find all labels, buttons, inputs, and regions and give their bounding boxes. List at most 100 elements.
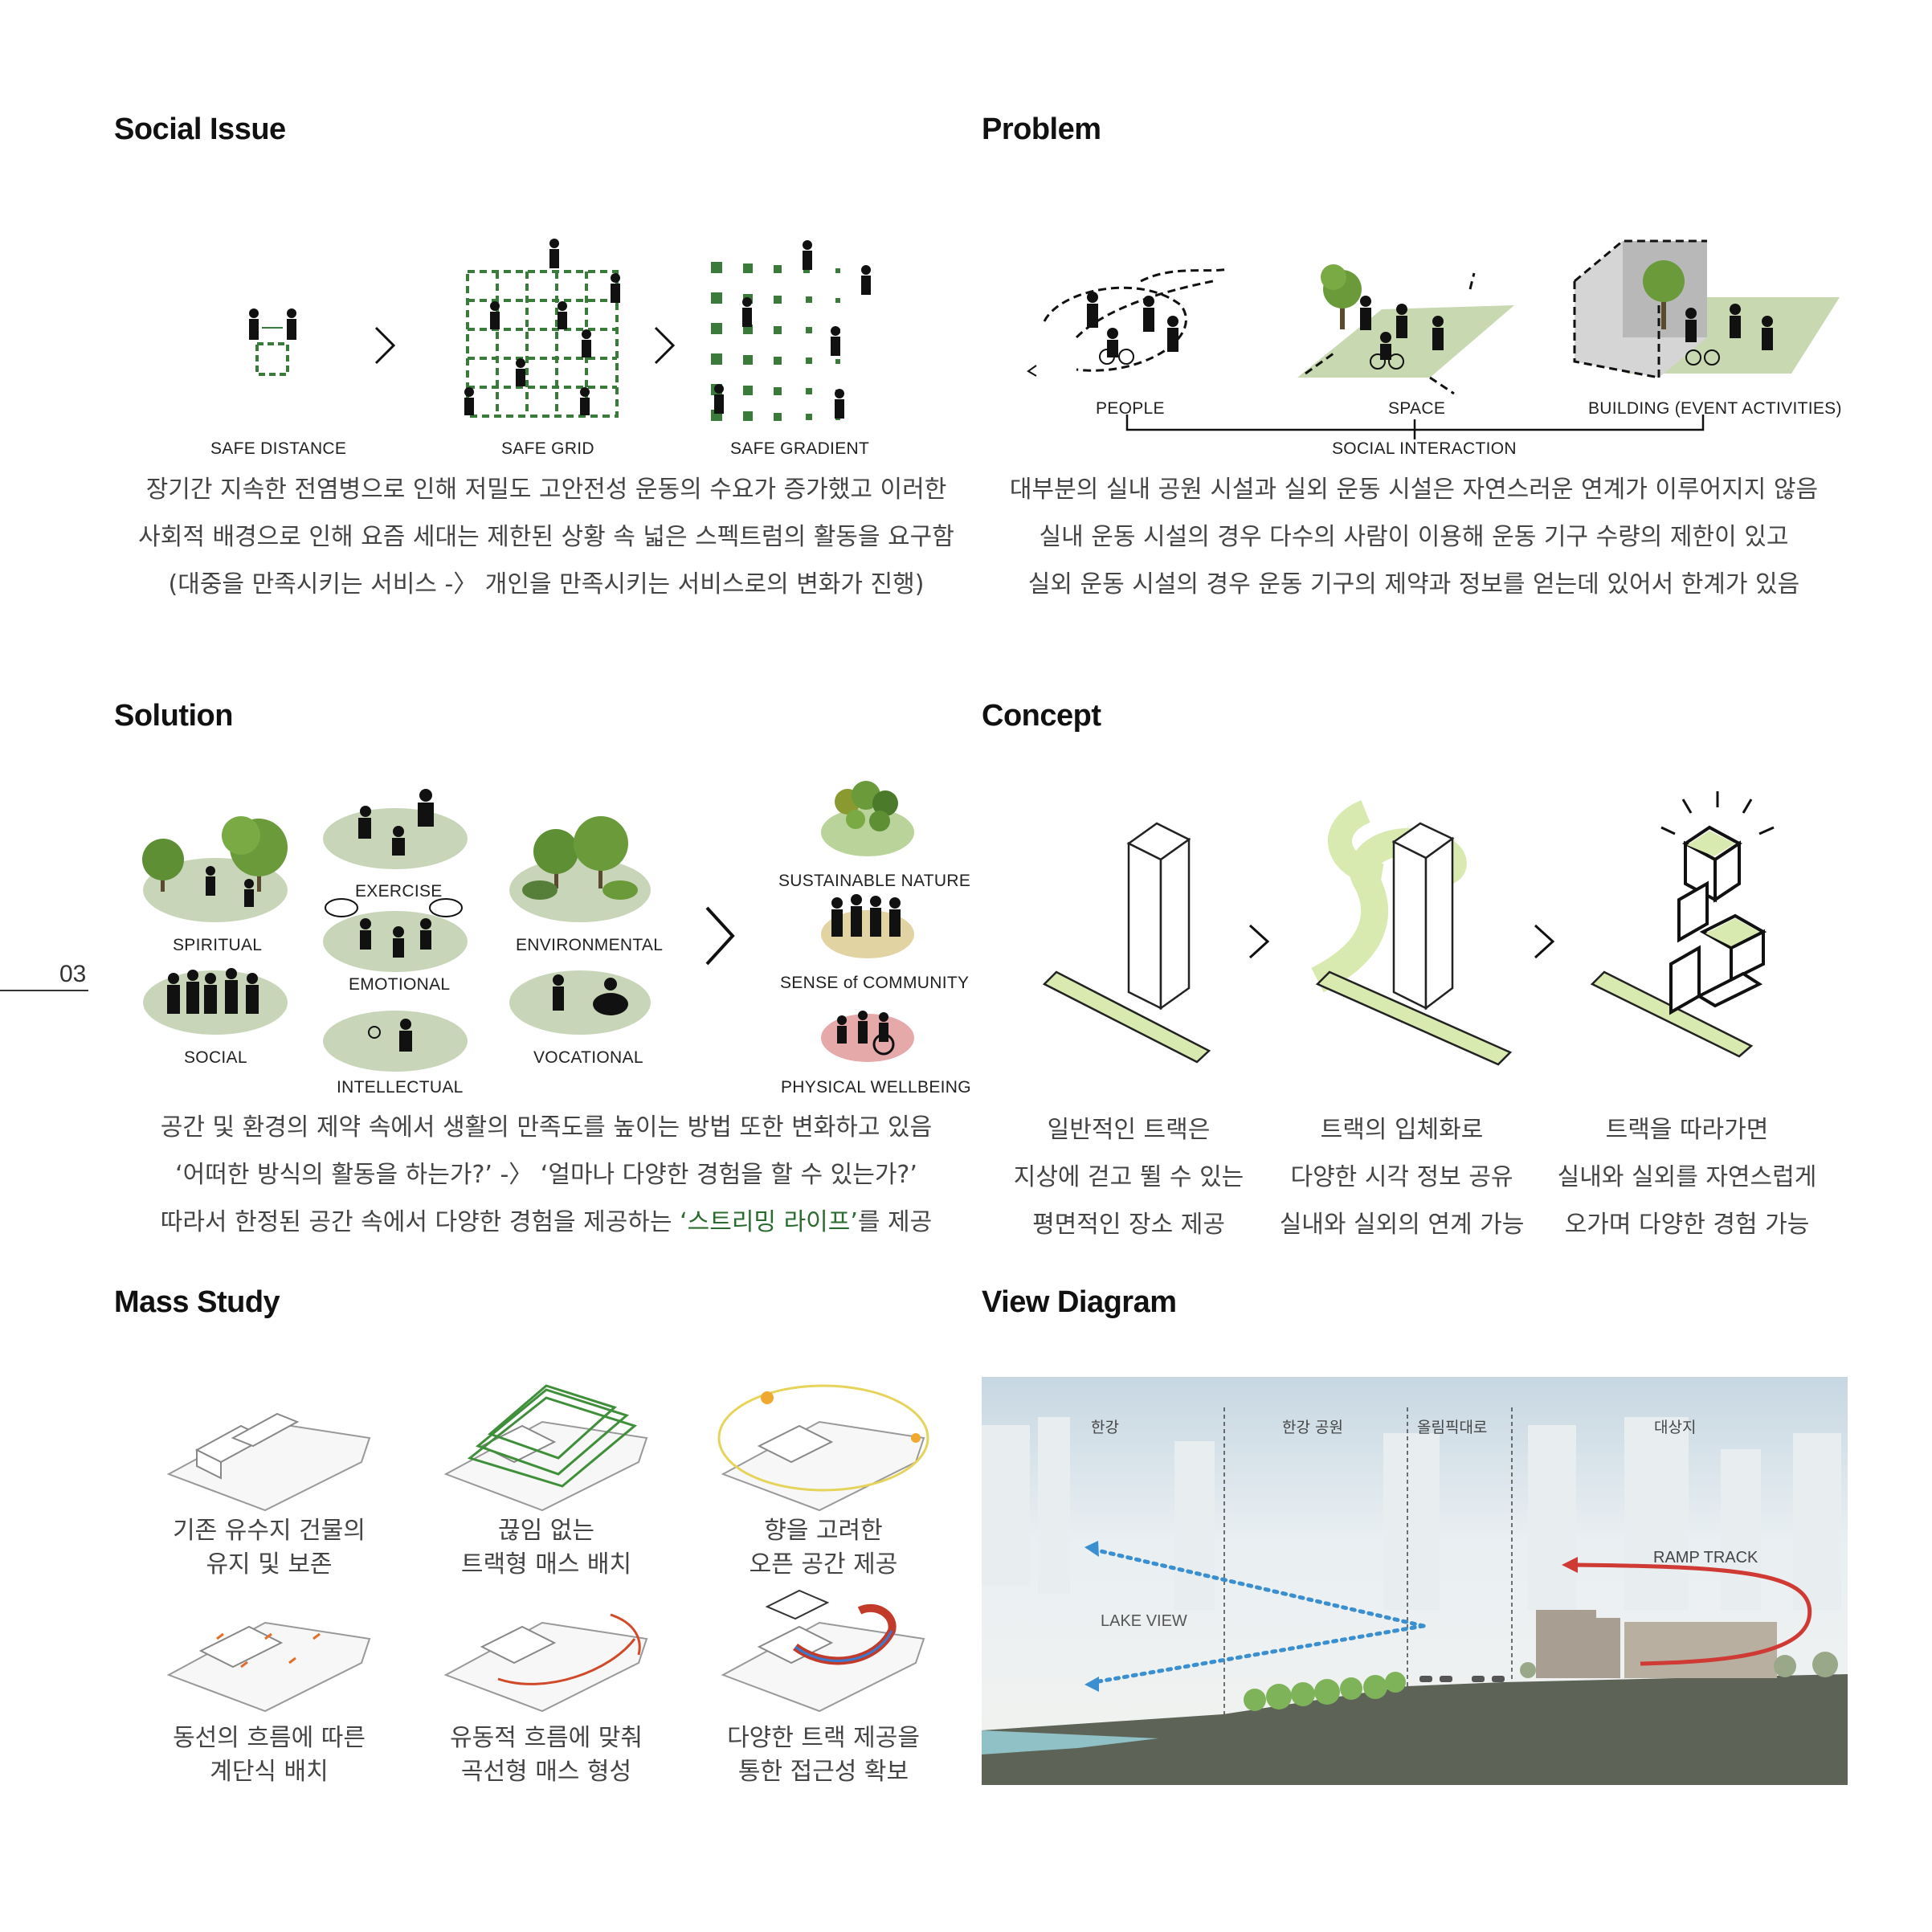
intellectual-ellipse bbox=[323, 1011, 468, 1072]
mass-caption-6-line-1: 다양한 트랙 제공을 bbox=[727, 1724, 920, 1752]
solution-text-line-3-post: 를 제공 bbox=[857, 1208, 933, 1236]
label-exercise: EXERCISE bbox=[355, 882, 443, 901]
safe-grid-figure bbox=[466, 270, 619, 418]
social-issue-diagram bbox=[249, 239, 871, 421]
label-space: SPACE bbox=[1388, 399, 1446, 418]
mass-caption-4-line-1: 동선의 흐름에 따른 bbox=[173, 1724, 366, 1752]
section-title-mass-study: Mass Study bbox=[114, 1285, 280, 1319]
concept-caption-2-line-2: 다양한 시각 정보 공유 bbox=[1290, 1163, 1513, 1191]
concept-caption-1-line-2: 지상에 걷고 뛸 수 있는 bbox=[1013, 1163, 1244, 1191]
tree-icon bbox=[142, 839, 184, 892]
problem-diagram bbox=[1027, 239, 1840, 439]
zone-label-hangang-park: 한강 공원 bbox=[1282, 1419, 1343, 1436]
mass-caption-4-line-2: 계단식 배치 bbox=[210, 1758, 329, 1786]
chevron-icon bbox=[654, 326, 676, 365]
section-title-social-issue: Social Issue bbox=[114, 112, 286, 146]
mass-caption-1-line-2: 유지 및 보존 bbox=[206, 1550, 333, 1579]
concept-caption-2: 트랙의 입체화로 다양한 시각 정보 공유 실내와 실외의 연계 가능 bbox=[1265, 1106, 1538, 1248]
label-building: BUILDING (EVENT ACTIVITIES) bbox=[1588, 399, 1842, 418]
label-vocational: VOCATIONAL bbox=[533, 1048, 643, 1067]
chevron-icon bbox=[705, 906, 735, 966]
chevron-icon bbox=[1248, 924, 1270, 959]
concept-caption-1-line-3: 평면적인 장소 제공 bbox=[1032, 1211, 1225, 1239]
label-sustainable-nature: SUSTAINABLE NATURE bbox=[778, 872, 971, 890]
streaming-life-highlight: ‘스트리밍 라이프’ bbox=[680, 1208, 858, 1236]
space-lawn bbox=[1297, 305, 1514, 378]
mass-caption-2: 끊임 없는 트랙형 매스 배치 bbox=[422, 1514, 671, 1582]
section-title-concept: Concept bbox=[982, 699, 1101, 733]
river-water bbox=[982, 1730, 1158, 1754]
label-environmental: ENVIRONMENTAL bbox=[516, 936, 664, 954]
label-safe-distance: SAFE DISTANCE bbox=[210, 439, 347, 458]
view-diagram-panel: 한강 한강 공원 올림픽대로 대상지 LAKE VIEW RAMP TRACK bbox=[982, 1377, 1848, 1785]
social-issue-text-line-3: (대중을 만족시키는 서비스 -〉 개인을 만족시키는 서비스로의 변화가 진행… bbox=[168, 570, 925, 598]
sun-icon bbox=[761, 1391, 774, 1404]
tower-block bbox=[1126, 822, 1191, 1011]
mass-caption-3: 향을 고려한 오픈 공간 제공 bbox=[699, 1514, 948, 1582]
target-building bbox=[1536, 1610, 1777, 1678]
concept-caption-1-line-1: 일반적인 트랙은 bbox=[1047, 1116, 1211, 1144]
mass-caption-2-line-2: 트랙형 매스 배치 bbox=[460, 1550, 632, 1579]
social-issue-text-line-1: 장기간 지속한 전염병으로 인해 저밀도 고안전성 운동의 수요가 증가했고 이… bbox=[145, 476, 947, 504]
label-safe-grid: SAFE GRID bbox=[501, 439, 594, 458]
ramp-track-arrow bbox=[1571, 1562, 1812, 1666]
page-number: 03 bbox=[59, 961, 87, 987]
tree-icon bbox=[1643, 260, 1685, 329]
mass-caption-3-line-1: 향을 고려한 bbox=[764, 1517, 883, 1545]
section-title-solution: Solution bbox=[114, 699, 233, 733]
sustainable-ellipse bbox=[821, 808, 914, 856]
tower-block bbox=[1391, 822, 1455, 1011]
mass-study-diagrams bbox=[166, 1384, 929, 1713]
label-safe-gradient: SAFE GRADIENT bbox=[730, 439, 870, 458]
tree-icon bbox=[222, 816, 288, 892]
view-diagram-scene bbox=[982, 1407, 1848, 1785]
mass-caption-5: 유동적 흐름에 맞춰 곡선형 매스 형성 bbox=[422, 1722, 671, 1789]
mass-caption-1: 기존 유수지 건물의 유지 및 보존 bbox=[145, 1514, 394, 1582]
chevron-icon bbox=[1534, 924, 1555, 959]
solution-text-line-3: 따라서 한정된 공간 속에서 다양한 경험을 제공하는 ‘스트리밍 라이프’를 … bbox=[64, 1202, 1028, 1237]
mass-caption-3-line-2: 오픈 공간 제공 bbox=[749, 1550, 898, 1579]
environmental-ellipse bbox=[509, 858, 651, 922]
section-title-problem: Problem bbox=[982, 112, 1101, 146]
safe-distance-figure bbox=[249, 308, 296, 376]
mass-caption-2-line-1: 끊임 없는 bbox=[498, 1517, 594, 1545]
solution-diagram bbox=[142, 781, 914, 1072]
concept-caption-3-line-2: 실내와 실외를 자연스럽게 bbox=[1557, 1163, 1817, 1191]
flat-track bbox=[1042, 970, 1211, 1064]
problem-text-line-2: 실내 운동 시설의 경우 다수의 사람이 이용해 운동 기구 수량의 제한이 있… bbox=[1039, 523, 1789, 551]
mass-caption-6: 다양한 트랙 제공을 통한 접근성 확보 bbox=[699, 1722, 948, 1789]
tree-icon bbox=[835, 781, 898, 831]
ground-section bbox=[982, 1674, 1848, 1785]
mass-caption-5-line-2: 곡선형 매스 형성 bbox=[460, 1758, 632, 1786]
lightbulb-icon bbox=[368, 1026, 381, 1039]
zone-label-hangang: 한강 bbox=[1091, 1419, 1119, 1436]
solution-text-line-3-pre: 따라서 한정된 공간 속에서 다양한 경험을 제공하는 bbox=[160, 1208, 680, 1236]
problem-text-line-1: 대부분의 실내 공원 시설과 실외 운동 시설은 자연스러운 연계가 이루어지지… bbox=[1009, 476, 1819, 504]
sun-path-ellipse bbox=[717, 1384, 929, 1492]
mass-caption-6-line-2: 통한 접근성 확보 bbox=[737, 1758, 909, 1786]
concept-caption-1: 일반적인 트랙은 지상에 걷고 뛸 수 있는 평면적인 장소 제공 bbox=[1004, 1106, 1253, 1248]
lake-view-label: LAKE VIEW bbox=[1101, 1612, 1187, 1630]
concept-caption-3-line-1: 트랙을 따라가면 bbox=[1605, 1116, 1769, 1144]
concept-caption-3-line-3: 오가며 다양한 경험 가능 bbox=[1564, 1211, 1810, 1239]
solution-text-line-1: 공간 및 환경의 제약 속에서 생활의 만족도를 높이는 방법 또한 변화하고 … bbox=[160, 1113, 933, 1142]
page-marker-line bbox=[0, 990, 88, 991]
stepped-track-block bbox=[1669, 825, 1767, 1015]
tree-icon bbox=[533, 829, 578, 888]
tree-icon bbox=[574, 816, 628, 888]
concept-caption-2-line-1: 트랙의 입체화로 bbox=[1320, 1116, 1484, 1144]
label-sense-of-community: SENSE of COMMUNITY bbox=[780, 974, 970, 992]
ramp-track-label: RAMP TRACK bbox=[1653, 1549, 1758, 1566]
social-issue-text-line-2: 사회적 배경으로 인해 요즘 세대는 제한된 상황 속 넓은 스펙트럼의 활동을… bbox=[138, 523, 954, 551]
tree-icon bbox=[1321, 264, 1362, 329]
tree-row bbox=[1244, 1672, 1406, 1711]
label-physical-wellbeing: PHYSICAL WELLBEING bbox=[781, 1078, 971, 1097]
solution-text-line-2: ‘어떠한 방식의 활동을 하는가?’ -〉 ‘얼마나 다양한 경험을 할 수 있… bbox=[175, 1161, 917, 1189]
lake-view-arrows bbox=[1092, 1547, 1426, 1685]
label-people: PEOPLE bbox=[1096, 399, 1165, 418]
concept-caption-2-line-3: 실내와 실외의 연계 가능 bbox=[1279, 1211, 1525, 1239]
mass-caption-4: 동선의 흐름에 따른 계단식 배치 bbox=[145, 1722, 394, 1789]
zone-label-olympic-road: 올림픽대로 bbox=[1417, 1419, 1488, 1436]
mass-caption-5-line-1: 유동적 흐름에 맞춰 bbox=[450, 1724, 643, 1752]
label-social: SOCIAL bbox=[184, 1048, 247, 1067]
